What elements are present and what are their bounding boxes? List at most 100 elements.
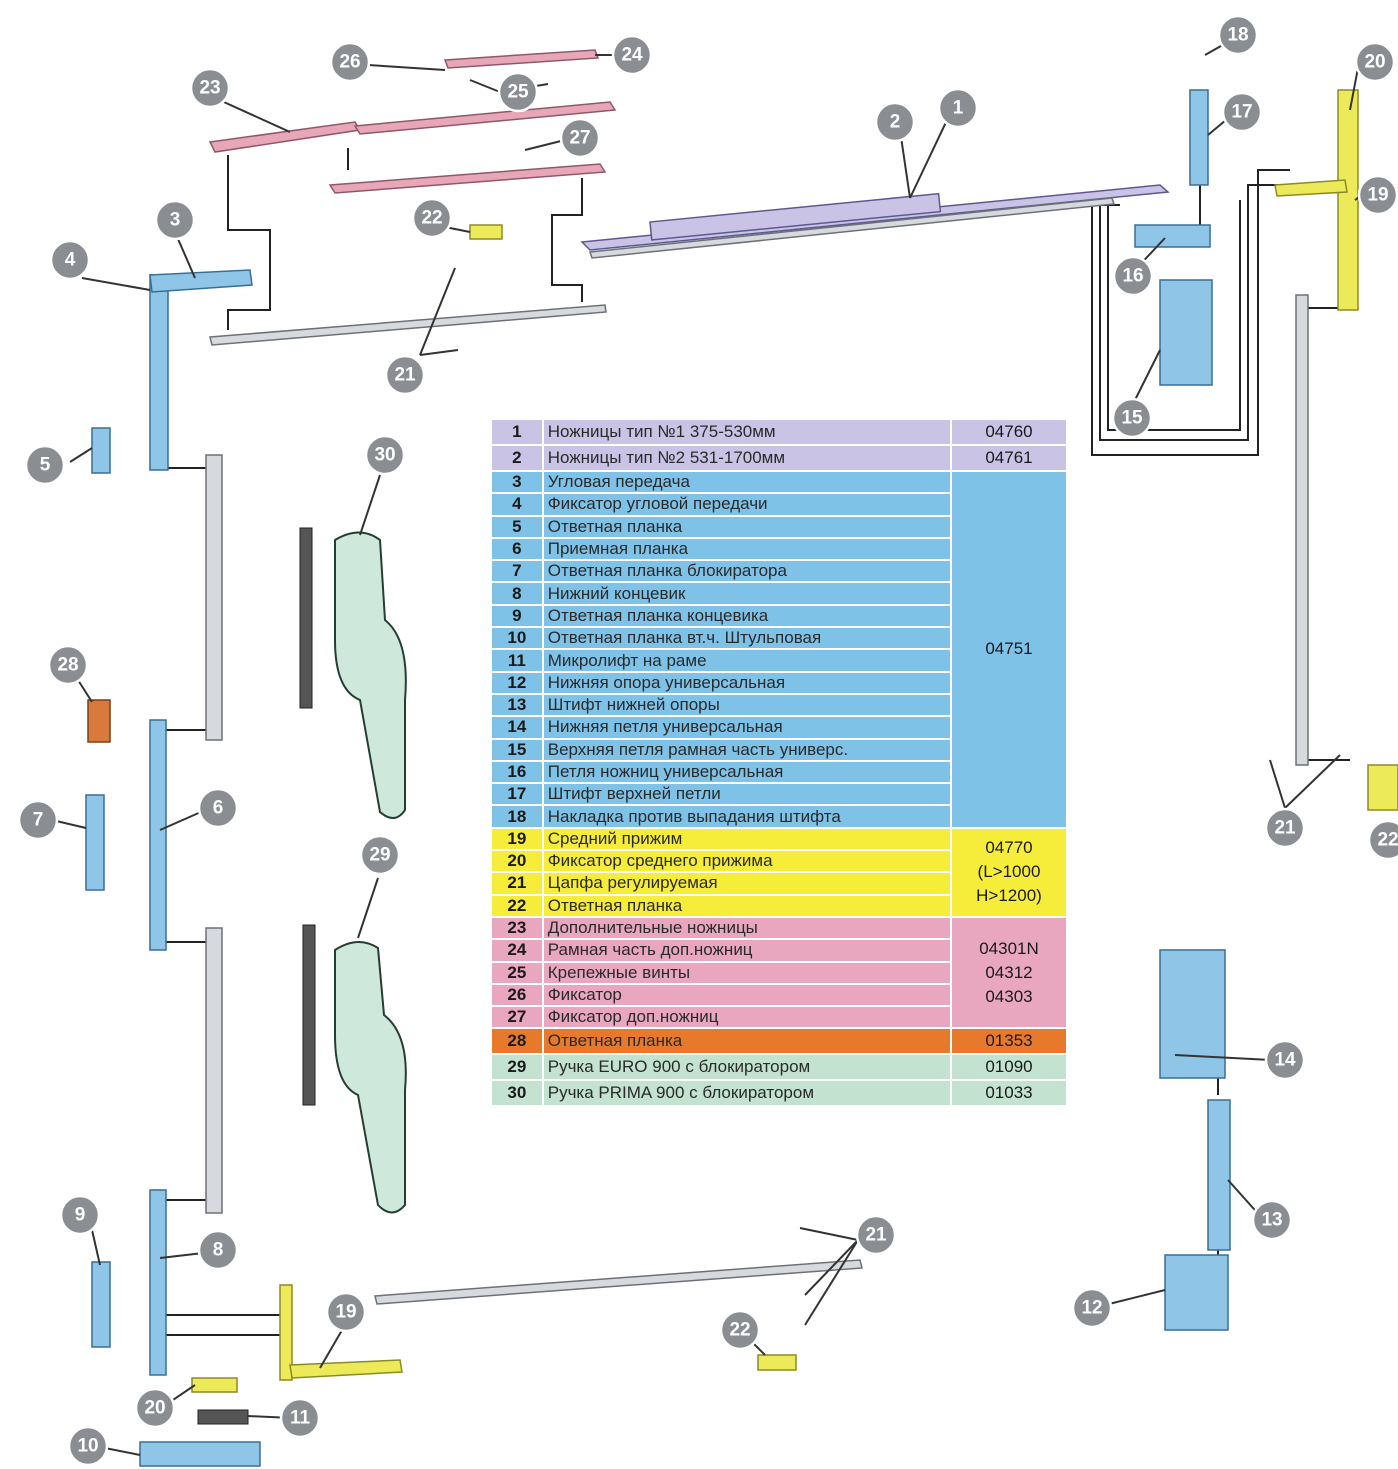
part-name: Верхняя петля рамная часть универс. [543,739,950,760]
svg-text:4: 4 [65,250,76,271]
part-name: Накладка против выпадания штифта [543,806,950,827]
part-number: 27 [492,1007,542,1028]
part-number: 19 [492,828,542,850]
article-code-line: 04312 [985,962,1033,982]
part-name: Штифт верхней петли [543,784,950,805]
svg-text:23: 23 [199,78,220,99]
part-number: 10 [492,628,542,649]
part-name: Рамная часть доп.ножниц [543,940,950,961]
part-number: 6 [492,538,542,560]
part-number: 21 [492,873,542,894]
callout-17: 17 [1221,91,1263,133]
svg-text:11: 11 [290,1408,311,1429]
part-name: Ответная планка концевика [543,605,950,627]
article-code: 04761 [951,446,1066,470]
callout-30: 30 [364,434,406,476]
callout-29: 29 [359,834,401,876]
article-code-line: 04760 [985,422,1033,441]
additional-scissors [208,49,617,346]
svg-text:21: 21 [865,1225,887,1246]
svg-text:17: 17 [1231,102,1252,123]
svg-text:13: 13 [1261,1210,1282,1231]
part-number: 1 [492,420,542,444]
part-number: 9 [492,605,542,627]
part-number: 17 [492,784,542,805]
part-name: Крепежные винты [543,962,950,983]
part-number: 22 [492,895,542,916]
callout-8: 8 [197,1229,239,1271]
svg-text:22: 22 [421,208,442,229]
part-name: Нижний концевик [543,583,950,604]
svg-text:16: 16 [1122,266,1143,287]
callout-22-bottom: 22 [719,1309,761,1351]
svg-text:10: 10 [77,1436,98,1457]
svg-text:1: 1 [953,98,964,119]
callout-14: 14 [1264,1039,1306,1081]
part-name: Ручка PRIMA 900 с блокиратором [543,1081,950,1106]
right-hardware [1134,89,1398,1331]
article-code: 01033 [951,1081,1066,1106]
left-rail [85,269,261,1467]
callout-16: 16 [1112,255,1154,297]
callout-19-top: 19 [1357,174,1398,216]
callouts: 1 2 3 4 5 6 7 8 9 10 11 12 13 14 15 16 1… [17,14,1398,1467]
callout-3: 3 [154,199,196,241]
part-name: Фиксатор [543,984,950,1006]
part-number: 3 [492,472,542,493]
svg-text:20: 20 [144,1398,165,1419]
part-name: Приемная планка [543,538,950,560]
part-name: Фиксатор доп.ножниц [543,1007,950,1028]
part-name: Дополнительные ножницы [543,917,950,939]
part-name: Цапфа регулируемая [543,873,950,894]
article-code-line: 04301N [979,938,1039,958]
part-number: 29 [492,1055,542,1080]
part-number: 20 [492,851,542,872]
part-name: Ручка EURO 900 с блокиратором [543,1055,950,1080]
part-name: Ответная планка [543,895,950,916]
callout-1: 1 [937,87,979,129]
article-code-line: 04751 [985,639,1033,659]
svg-text:3: 3 [170,210,181,231]
handle-prima [299,527,407,819]
part-number: 12 [492,672,542,693]
svg-text:26: 26 [339,52,360,73]
callout-22-top: 22 [411,197,453,239]
article-code-line: 04761 [985,448,1033,467]
svg-text:18: 18 [1227,25,1248,46]
svg-text:22: 22 [1377,830,1398,851]
part-number: 4 [492,494,542,515]
svg-text:27: 27 [569,128,590,149]
callout-7: 7 [17,799,59,841]
part-name: Ответная планка [543,516,950,537]
callout-13: 13 [1251,1199,1293,1241]
svg-text:24: 24 [621,45,643,66]
part-name: Ответная планка вт.ч. Штульповая [543,628,950,649]
article-code-line: 04770 [985,838,1033,858]
part-name: Средний прижим [543,828,950,850]
callout-12: 12 [1071,1287,1113,1329]
callout-23: 23 [189,67,231,109]
part-number: 2 [492,446,542,470]
part-number: 13 [492,694,542,716]
article-code-line: H>1200) [976,886,1042,906]
part-number: 28 [492,1029,542,1054]
